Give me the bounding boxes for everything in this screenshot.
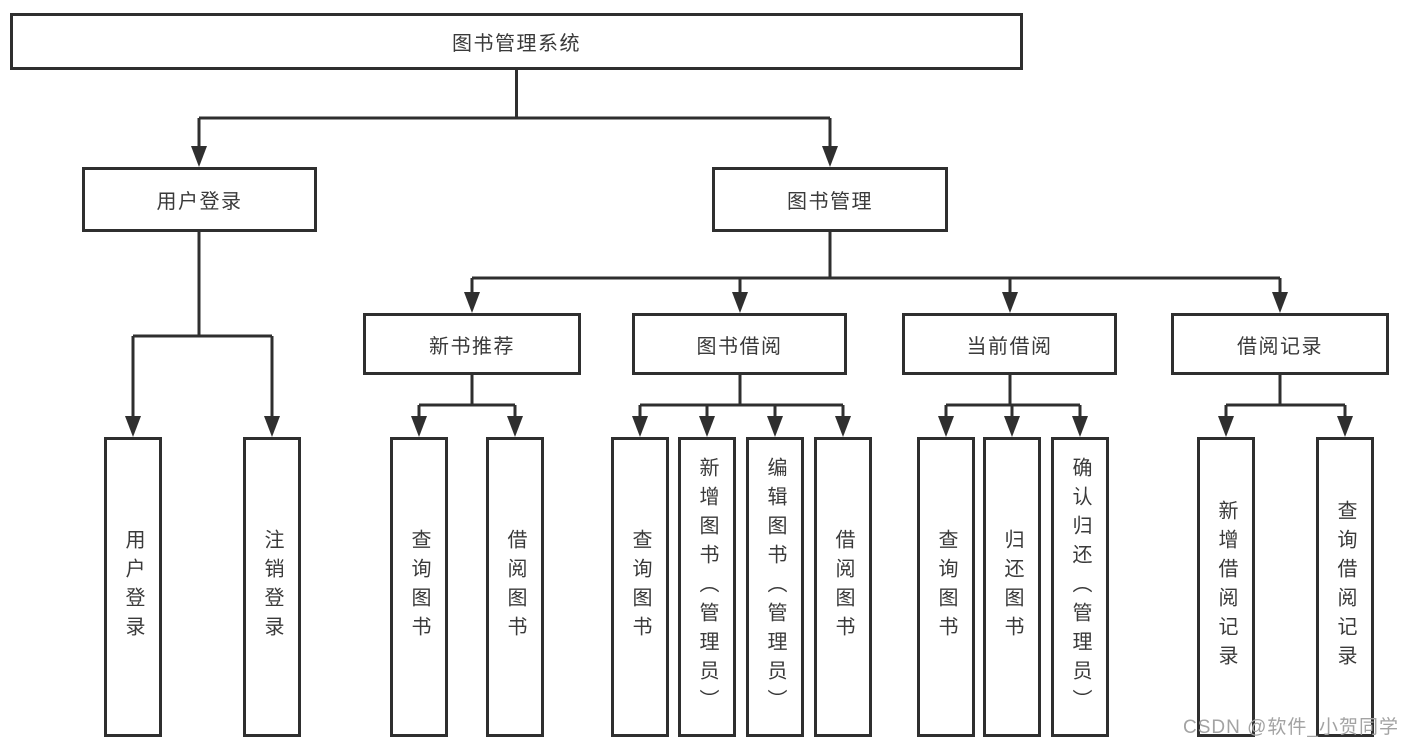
arrowhead [1272, 292, 1288, 313]
leaf-label: 查询图书 [629, 529, 651, 645]
leaf-borrow-query-books: 查询图书 [611, 437, 669, 737]
leaf-label: 查询图书 [935, 529, 957, 645]
arrowhead [1072, 416, 1088, 437]
connector-root-to-level2 [197, 70, 832, 148]
arrowhead [822, 146, 838, 167]
connector-borrow-records-branch [1224, 375, 1347, 418]
arrowhead [835, 416, 851, 437]
leaf-label: 借阅图书 [504, 529, 526, 645]
arrowhead [1004, 416, 1020, 437]
connector-current-borrow-branch [944, 375, 1082, 418]
node-current-borrow: 当前借阅 [902, 313, 1117, 375]
csdn-watermark: CSDN @软件_小贺同学 [1183, 717, 1399, 738]
leaf-edit-books-admin: 编辑图书（管理员） [746, 437, 804, 737]
arrowhead [264, 416, 280, 437]
leaf-add-borrow-record: 新增借阅记录 [1197, 437, 1255, 737]
node-book-management: 图书管理 [712, 167, 948, 232]
arrowhead [699, 416, 715, 437]
node-book-borrow: 图书借阅 [632, 313, 847, 375]
leaf-query-borrow-record: 查询借阅记录 [1316, 437, 1374, 737]
node-new-book-recommend: 新书推荐 [363, 313, 581, 375]
arrowhead [767, 416, 783, 437]
leaf-borrow-borrow-books: 借阅图书 [814, 437, 872, 737]
leaf-label: 新增借阅记录 [1215, 500, 1237, 674]
node-user-login: 用户登录 [82, 167, 317, 232]
arrowhead [1337, 416, 1353, 437]
leaf-label: 确认归还（管理员） [1069, 456, 1091, 718]
arrowhead [632, 416, 648, 437]
arrowhead [191, 146, 207, 167]
leaf-label: 查询借阅记录 [1334, 500, 1356, 674]
arrowhead [1218, 416, 1234, 437]
node-borrow-records: 借阅记录 [1171, 313, 1389, 375]
arrowhead [125, 416, 141, 437]
connector-book-management-branch [470, 232, 1282, 294]
leaf-label: 归还图书 [1001, 529, 1023, 645]
connector-book-borrow-branch [638, 375, 845, 418]
leaf-newbook-borrow-books: 借阅图书 [486, 437, 544, 737]
leaf-label: 用户登录 [122, 529, 144, 645]
arrowhead [732, 292, 748, 313]
leaf-logout: 注销登录 [243, 437, 301, 737]
leaf-label: 借阅图书 [832, 529, 854, 645]
arrowhead [411, 416, 427, 437]
leaf-confirm-return-admin: 确认归还（管理员） [1051, 437, 1109, 737]
leaf-label: 注销登录 [261, 529, 283, 645]
leaf-label: 新增图书（管理员） [696, 456, 718, 718]
arrowhead [507, 416, 523, 437]
arrowhead [938, 416, 954, 437]
leaf-add-books-admin: 新增图书（管理员） [678, 437, 736, 737]
leaf-label: 查询图书 [408, 529, 430, 645]
leaf-newbook-query-books: 查询图书 [390, 437, 448, 737]
arrowhead [1002, 292, 1018, 313]
connector-user-login-branch [131, 232, 274, 418]
leaf-label: 编辑图书（管理员） [764, 456, 786, 718]
leaf-current-query-books: 查询图书 [917, 437, 975, 737]
node-root: 图书管理系统 [10, 13, 1023, 70]
connector-new-book-branch [417, 375, 517, 418]
arrowhead [464, 292, 480, 313]
leaf-user-login: 用户登录 [104, 437, 162, 737]
leaf-return-books: 归还图书 [983, 437, 1041, 737]
